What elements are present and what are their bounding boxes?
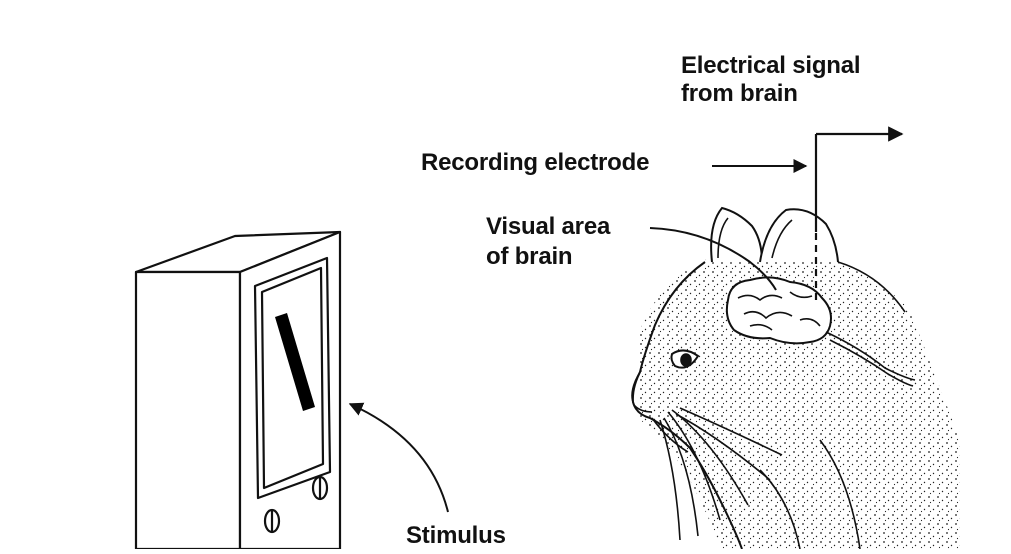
stimulus-leader-arrow <box>350 404 448 512</box>
electrical-signal-label-line1: Electrical signal <box>681 52 860 79</box>
visual-area-label-line1: Visual area <box>486 213 610 240</box>
stimulus-label: Stimulus <box>406 522 506 549</box>
visual-area-label-line2: of brain <box>486 243 572 270</box>
electrical-signal-label-line2: from brain <box>681 80 798 107</box>
cat-head-icon <box>632 208 960 549</box>
recording-electrode-label: Recording electrode <box>421 149 649 176</box>
